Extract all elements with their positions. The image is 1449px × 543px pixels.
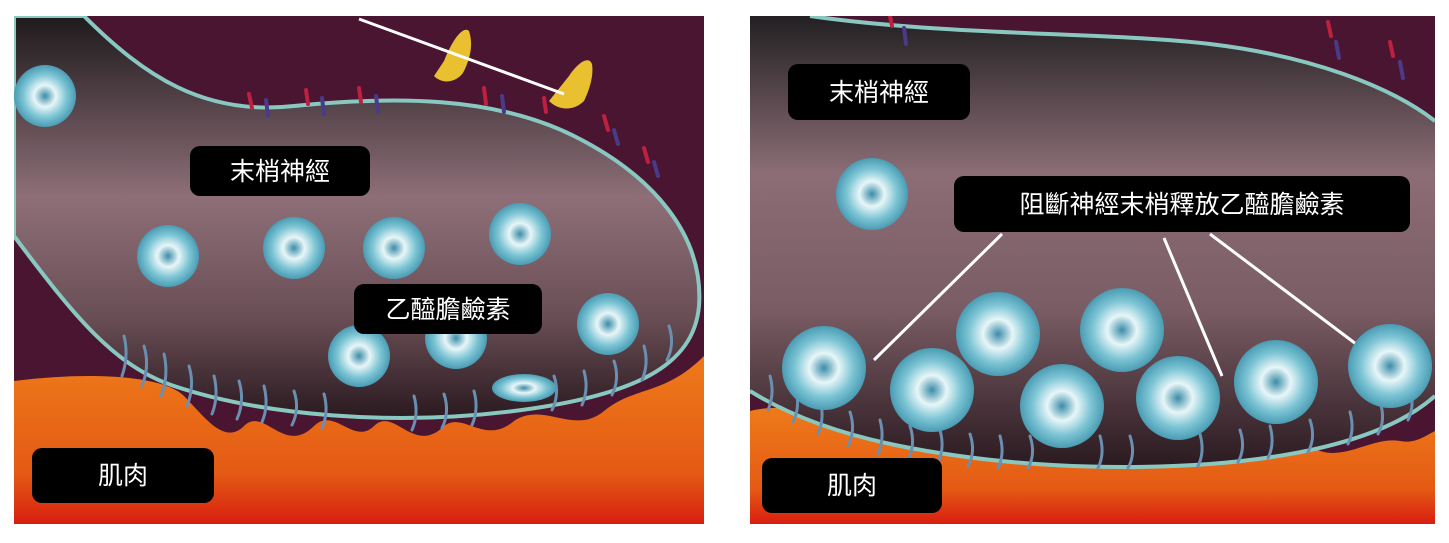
vesicle — [1080, 288, 1164, 372]
right-panel: 末梢神經 阻斷神經末梢釋放乙醯膽鹼素 肌肉 — [750, 16, 1435, 524]
vesicle — [1136, 356, 1220, 440]
nerve-membrane-bottom — [750, 389, 1435, 469]
top-cleft — [750, 16, 1435, 121]
vesicle — [836, 158, 908, 230]
nerve-membrane-top — [809, 16, 1435, 123]
fused-vesicle — [492, 374, 556, 402]
blocking-label: 阻斷神經末梢釋放乙醯膽鹼素 — [954, 176, 1410, 232]
vesicle — [956, 292, 1040, 376]
nerve-label: 末梢神經 — [190, 146, 370, 196]
toxin-shape — [549, 60, 593, 109]
vesicle — [782, 326, 866, 410]
vesicle — [1348, 324, 1432, 408]
muscle-label: 肌肉 — [762, 458, 942, 513]
membrane-receptors — [247, 86, 660, 178]
vesicle — [263, 217, 325, 279]
acetylcholine-label: 乙醯膽鹼素 — [354, 284, 542, 334]
vesicle — [577, 293, 639, 355]
vesicle — [137, 225, 199, 287]
vesicle — [14, 65, 76, 127]
toxin-shape — [434, 29, 472, 82]
vesicles — [782, 158, 1432, 448]
vesicle — [363, 217, 425, 279]
vesicle — [1020, 364, 1104, 448]
right-diagram — [750, 16, 1435, 524]
membrane-receptors — [888, 16, 1405, 80]
receptors — [120, 324, 674, 432]
muscle-label: 肌肉 — [32, 448, 214, 503]
vesicle — [890, 348, 974, 432]
left-panel: 末梢神經 乙醯膽鹼素 肌肉 — [14, 16, 704, 524]
pointer-lines — [872, 232, 1373, 377]
pointer-line — [358, 17, 565, 96]
vesicle — [1234, 340, 1318, 424]
vesicle — [328, 325, 390, 387]
vesicle — [489, 203, 551, 265]
nerve-label: 末梢神經 — [788, 64, 970, 120]
